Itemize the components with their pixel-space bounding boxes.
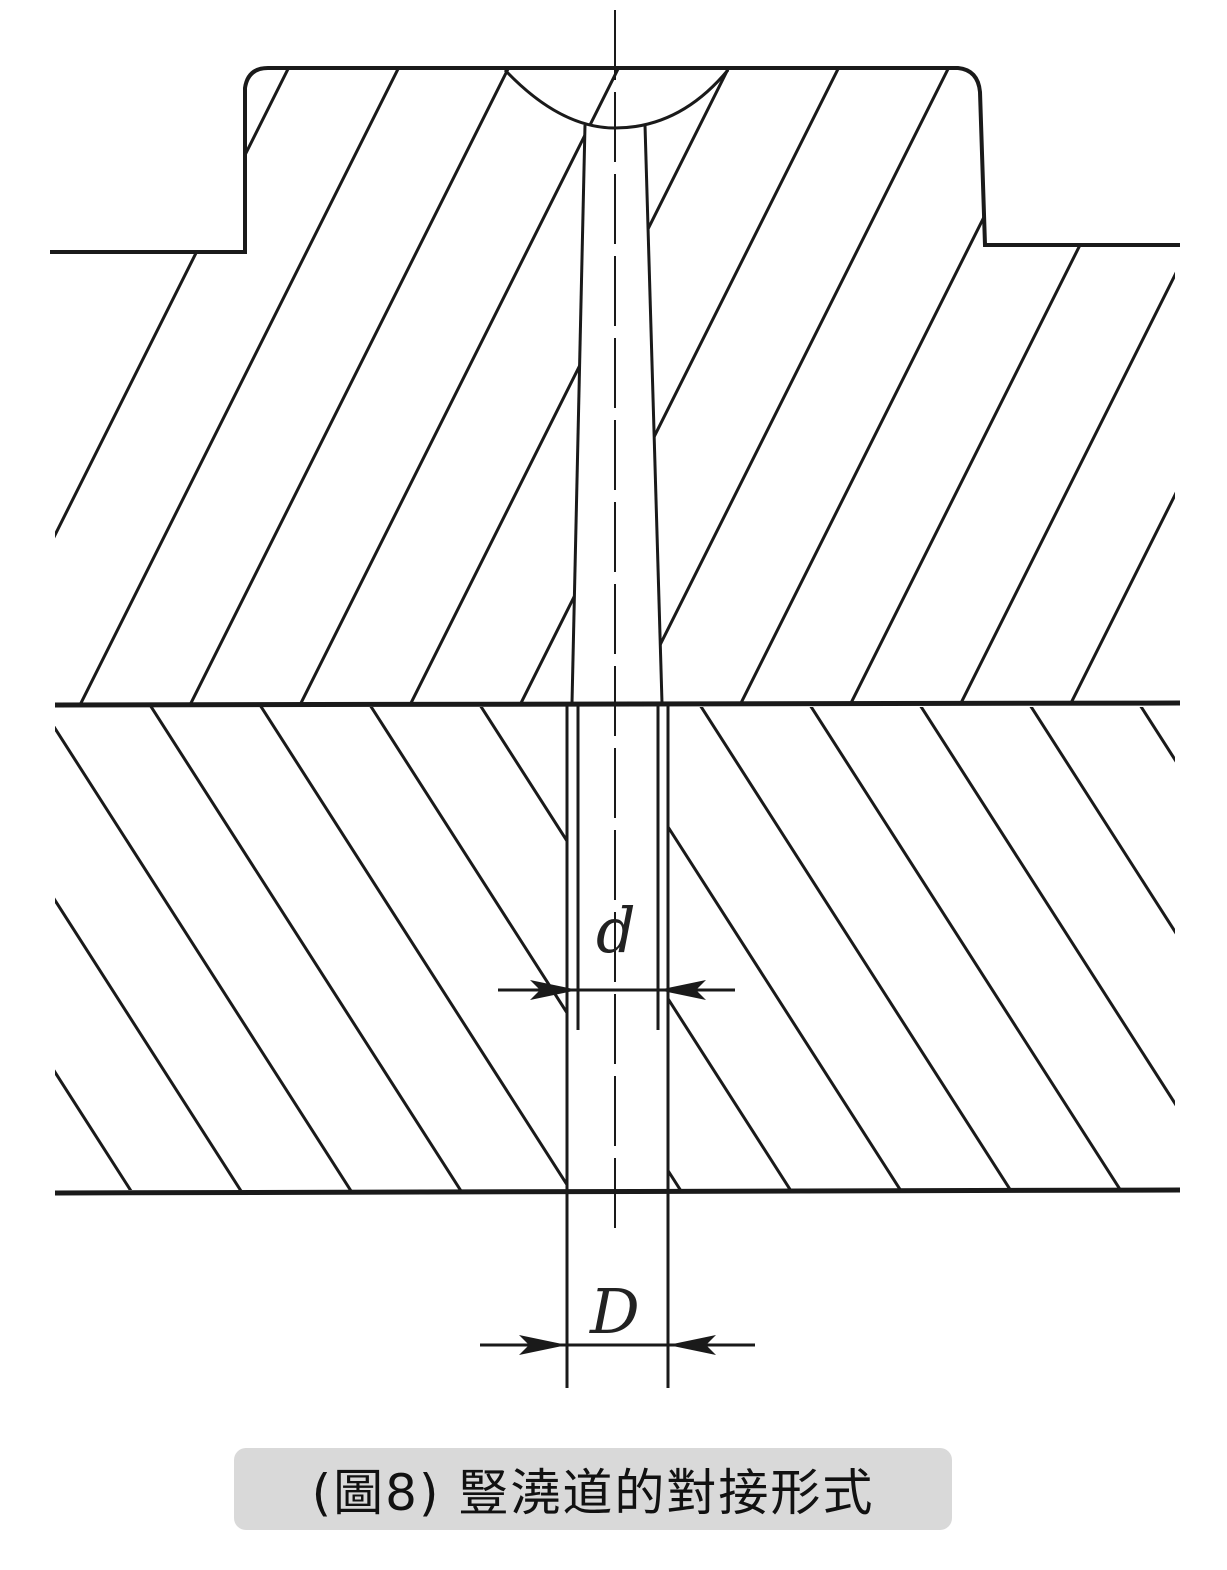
hatch-line xyxy=(55,707,355,1190)
hatch-line xyxy=(408,68,732,703)
upper-plate-hatching xyxy=(55,65,1227,705)
hatch-line xyxy=(188,68,512,703)
hatch-line xyxy=(78,68,402,703)
hatch-line xyxy=(1068,68,1175,703)
hatch-line xyxy=(1138,707,1175,1190)
lower-plate-bottom-line xyxy=(54,1187,1181,1196)
D-arrow-right-icon xyxy=(668,1335,716,1355)
hatch-line xyxy=(628,68,952,703)
D-arrow-left-icon xyxy=(519,1335,567,1355)
upper-plate-outline xyxy=(50,66,1180,254)
hatch-line xyxy=(918,707,1175,1190)
hatch-line xyxy=(518,68,842,703)
hatch-line xyxy=(55,707,245,1190)
sprue-left-wall xyxy=(570,124,587,704)
hatch-line xyxy=(55,707,135,1190)
d-arrow-left-icon xyxy=(530,980,578,1000)
hatch-line xyxy=(1180,65,1227,705)
hatch-line xyxy=(298,68,622,703)
sprue-cup xyxy=(503,68,730,130)
figure-caption: (圖8) 豎澆道的對接形式 xyxy=(234,1448,952,1530)
d-label: d xyxy=(596,894,636,967)
d-arrow-right-icon xyxy=(658,980,706,1000)
sprue-right-wall xyxy=(643,124,664,704)
parting-line xyxy=(54,700,1181,708)
hatch-line xyxy=(848,68,1172,703)
hatch-line xyxy=(0,705,24,1195)
hatch-line xyxy=(148,707,465,1190)
hatch-line xyxy=(698,707,1015,1190)
sprue-joint-drawing: d D xyxy=(0,10,1227,1388)
hatch-line xyxy=(958,68,1175,703)
hatch-line xyxy=(1028,707,1175,1190)
hatch-line xyxy=(738,68,1062,703)
hatch-line xyxy=(808,707,1125,1190)
hatch-line xyxy=(258,707,575,1190)
D-label: D xyxy=(589,1275,640,1348)
